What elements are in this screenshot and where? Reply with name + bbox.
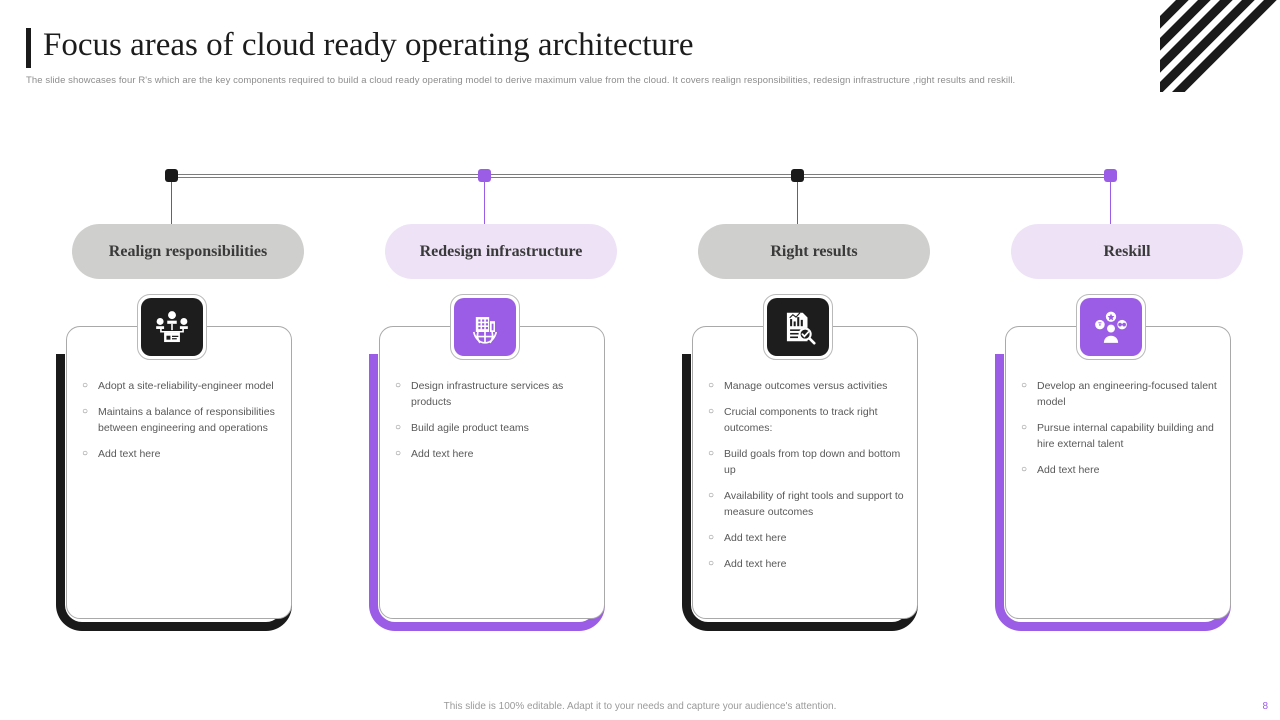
focus-area-card-redesign-infrastructure: ○ Design infrastructure services as produ… (369, 326, 605, 631)
bullet-marker-icon: ○ (708, 406, 715, 417)
list-item[interactable]: ○ Maintains a balance of responsibilities… (82, 404, 278, 436)
bullet-marker-icon: ○ (395, 380, 402, 391)
report-analysis-icon (767, 298, 829, 356)
timeline-node-reskill (1104, 169, 1117, 182)
bullet-list-realign-responsibilities: ○ Adopt a site-reliability-engineer model… (66, 326, 292, 619)
list-item[interactable]: ○ Manage outcomes versus activities (708, 378, 904, 394)
bullet-list-right-results: ○ Manage outcomes versus activities ○ Cruci… (692, 326, 918, 619)
timeline-node-redesign-infrastructure (478, 169, 491, 182)
bullet-marker-icon: ○ (708, 490, 715, 501)
list-item[interactable]: ○ Design infrastructure services as produ… (395, 378, 591, 410)
page-title: Focus areas of cloud ready operating arc… (43, 27, 694, 63)
bullet-marker-icon: ○ (1021, 422, 1028, 433)
page-subtitle: The slide showcases four R's which are t… (26, 75, 1016, 86)
focus-area-title-realign-responsibilities: Realign responsibilities (72, 224, 304, 279)
focus-area-header-right-results[interactable]: Right results (698, 224, 930, 279)
list-item[interactable]: ○ Add text here (708, 556, 904, 572)
timeline-node-realign-responsibilities (165, 169, 178, 182)
bullet-marker-icon: ○ (82, 406, 89, 417)
bullet-text: Maintains a balance of responsibilities … (98, 406, 275, 434)
page-title-block: Focus areas of cloud ready operating arc… (26, 26, 694, 68)
page-number: 8 (1262, 701, 1268, 712)
bullet-marker-icon: ○ (82, 380, 89, 391)
team-hierarchy-icon (141, 298, 203, 356)
bullet-text: Crucial components to track right outcom… (724, 406, 878, 434)
bullet-text: Add text here (724, 532, 787, 544)
bullet-marker-icon: ○ (82, 448, 89, 459)
bullet-text: Manage outcomes versus activities (724, 380, 888, 392)
card-outline-reskill (1005, 326, 1231, 619)
list-item[interactable]: ○ Adopt a site-reliability-engineer model (82, 378, 278, 394)
building-globe-icon (454, 298, 516, 356)
bullet-text: Design infrastructure services as produc… (411, 380, 564, 408)
focus-area-card-realign-responsibilities: ○ Adopt a site-reliability-engineer model… (56, 326, 292, 631)
focus-area-title-redesign-infrastructure: Redesign infrastructure (385, 224, 617, 279)
bullet-text: Availability of right tools and support … (724, 490, 904, 518)
focus-area-header-reskill[interactable]: Reskill (1011, 224, 1243, 279)
connector-line-redesign-infrastructure (484, 182, 485, 226)
connector-line-realign-responsibilities (171, 182, 172, 226)
list-item[interactable]: ○ Add text here (708, 530, 904, 546)
focus-area-header-redesign-infrastructure[interactable]: Redesign infrastructure (385, 224, 617, 279)
bullet-text: Add text here (724, 558, 787, 570)
list-item[interactable]: ○ Pursue internal capability building and… (1021, 420, 1217, 452)
bullet-marker-icon: ○ (395, 448, 402, 459)
bullet-text: Add text here (98, 448, 161, 460)
focus-area-card-right-results: ○ Manage outcomes versus activities ○ Cruci… (682, 326, 918, 631)
bullet-text: Add text here (1037, 464, 1100, 476)
focus-area-title-right-results: Right results (698, 224, 930, 279)
bullet-marker-icon: ○ (708, 380, 715, 391)
bullet-text: Adopt a site-reliability-engineer model (98, 380, 274, 392)
list-item[interactable]: ○ Availability of right tools and support… (708, 488, 904, 520)
title-accent-bar (26, 28, 31, 68)
skills-person-icon (1080, 298, 1142, 356)
focus-area-card-reskill: ○ Develop an engineering-focused talent m… (995, 326, 1231, 631)
bullet-marker-icon: ○ (1021, 380, 1028, 391)
card-outline-redesign-infrastructure (379, 326, 605, 619)
card-outline-realign-responsibilities (66, 326, 292, 619)
focus-area-header-realign-responsibilities[interactable]: Realign responsibilities (72, 224, 304, 279)
list-item[interactable]: ○ Build goals from top down and bottom up (708, 446, 904, 478)
icon-tile-right-results (763, 294, 833, 360)
bullet-list-redesign-infrastructure: ○ Design infrastructure services as produ… (379, 326, 605, 619)
bullet-text: Build goals from top down and bottom up (724, 448, 901, 476)
focus-area-title-reskill: Reskill (1011, 224, 1243, 279)
list-item[interactable]: ○ Crucial components to track right outco… (708, 404, 904, 436)
list-item[interactable]: ○ Build agile product teams (395, 420, 591, 436)
connector-line-right-results (797, 182, 798, 226)
corner-stripes-decoration (1160, 0, 1280, 92)
bullet-list-reskill: ○ Develop an engineering-focused talent m… (1005, 326, 1231, 619)
bullet-marker-icon: ○ (708, 558, 715, 569)
bullet-text: Develop an engineering-focused talent mo… (1037, 380, 1217, 408)
list-item[interactable]: ○ Develop an engineering-focused talent m… (1021, 378, 1217, 410)
connector-line-reskill (1110, 182, 1111, 226)
bullet-marker-icon: ○ (708, 448, 715, 459)
card-outline-right-results (692, 326, 918, 619)
bullet-marker-icon: ○ (708, 532, 715, 543)
timeline-node-right-results (791, 169, 804, 182)
footer-note: This slide is 100% editable. Adapt it to… (443, 701, 837, 712)
bullet-text: Pursue internal capability building and … (1037, 422, 1214, 450)
bullet-text: Build agile product teams (411, 422, 529, 434)
icon-tile-realign-responsibilities (137, 294, 207, 360)
list-item[interactable]: ○ Add text here (82, 446, 278, 462)
timeline-rail (171, 174, 1111, 178)
bullet-marker-icon: ○ (395, 422, 402, 433)
list-item[interactable]: ○ Add text here (395, 446, 591, 462)
icon-tile-redesign-infrastructure (450, 294, 520, 360)
list-item[interactable]: ○ Add text here (1021, 462, 1217, 478)
bullet-text: Add text here (411, 448, 474, 460)
icon-tile-reskill (1076, 294, 1146, 360)
bullet-marker-icon: ○ (1021, 464, 1028, 475)
